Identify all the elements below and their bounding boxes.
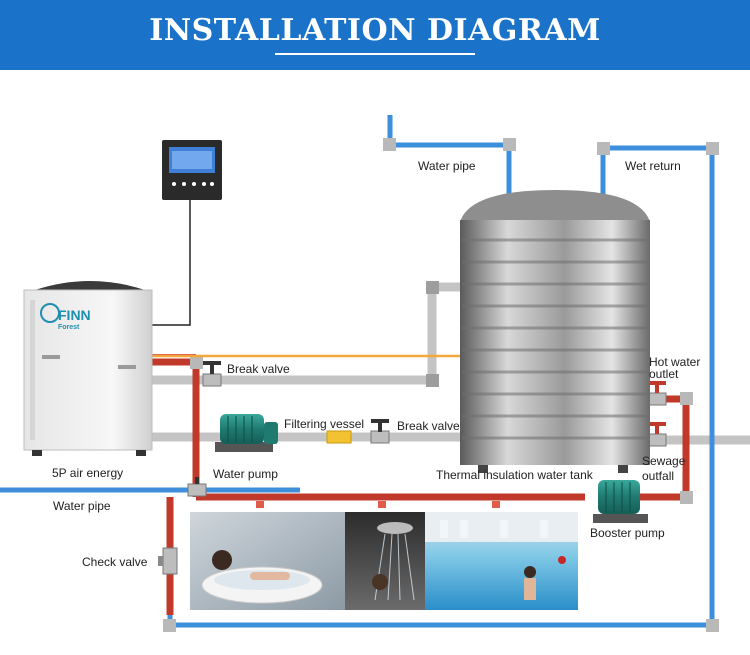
label-hot-water-outlet-line1: Hot water — [649, 355, 700, 369]
label-thermal-insulation-water-tank: Thermal insulation water tank — [436, 468, 594, 482]
bathtub-photo — [190, 512, 345, 610]
label-sewage-outfall-line1: Sewage — [642, 454, 686, 468]
check-valve[interactable] — [158, 547, 178, 575]
label-5p-air-energy: 5P air energy — [52, 466, 123, 480]
red-pipe-joints — [190, 356, 693, 504]
sewage-outfall-valve[interactable] — [647, 422, 667, 447]
blue-pipe-joints — [163, 138, 719, 632]
label-water-pump: Water pump — [213, 467, 278, 481]
water-pump[interactable] — [215, 414, 278, 452]
label-check-valve: Check valve — [82, 555, 148, 569]
hot-water-outlet-valve[interactable] — [647, 381, 667, 406]
application-photos — [190, 512, 578, 610]
break-valve-upper[interactable] — [202, 361, 222, 387]
label-sewage-outfall-line2: outfall — [642, 469, 674, 483]
title-underline — [275, 53, 475, 55]
tank-upper-grey-pipe — [150, 282, 475, 385]
page-title: INSTALLATION DIAGRAM — [149, 13, 601, 48]
label-booster-pump: Booster pump — [590, 526, 665, 540]
air-energy-unit: FINN Forest — [23, 281, 153, 456]
shower-photo — [345, 512, 425, 610]
red-drops — [256, 501, 500, 508]
controller-cable — [150, 200, 191, 326]
wire-controller[interactable] — [162, 140, 222, 200]
label-wet-return: Wet return — [625, 159, 681, 173]
brand-subtitle: Forest — [58, 324, 80, 331]
top-water-pipe — [387, 115, 512, 195]
break-valve-lower[interactable] — [370, 419, 390, 444]
grey-pipe-joints — [426, 281, 439, 387]
label-filtering-vessel: Filtering vessel — [284, 417, 364, 431]
distribution-valve[interactable] — [187, 477, 207, 497]
thermal-insulation-water-tank — [460, 190, 650, 473]
label-water-pipe-top: Water pipe — [418, 159, 476, 173]
label-water-pipe-left: Water pipe — [53, 499, 111, 513]
tank-ribs — [462, 238, 648, 440]
label-break-valve-upper: Break valve — [227, 362, 290, 376]
label-break-valve-lower: Break valve — [397, 419, 460, 433]
filtering-vessel — [326, 430, 352, 444]
label-hot-water-outlet-line2: outlet — [649, 367, 679, 381]
swimming-pool-photo — [425, 512, 578, 610]
brand-logo: FINN — [58, 307, 91, 323]
booster-pump[interactable] — [593, 480, 648, 523]
title-banner — [0, 0, 750, 70]
